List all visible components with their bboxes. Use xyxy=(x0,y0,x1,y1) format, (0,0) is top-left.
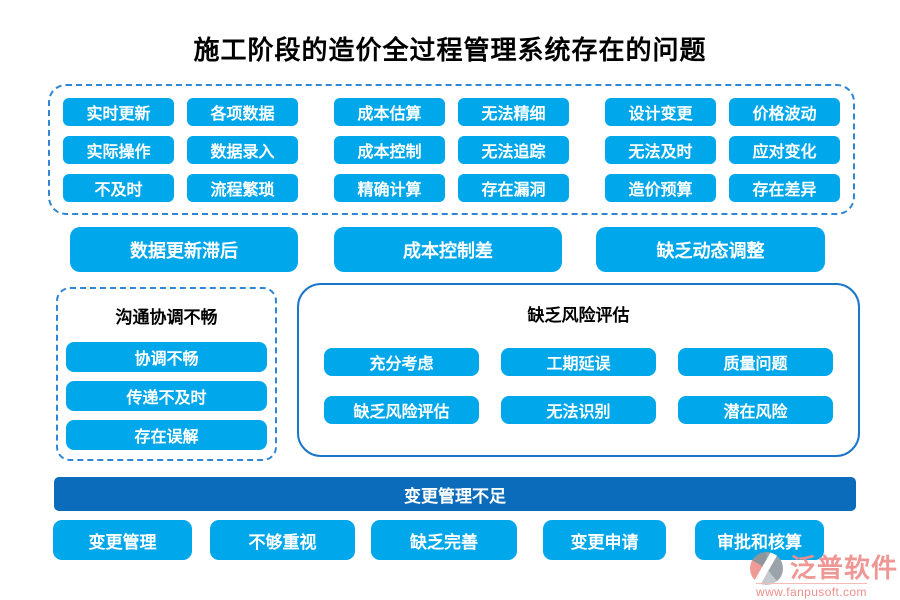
issues-row-1: 实时更新 各项数据 成本估算 无法精细 设计变更 价格波动 xyxy=(50,97,853,126)
issue-chip-r3-c2[interactable]: 流程繁琐 xyxy=(187,173,298,202)
risk-box: 缺乏风险评估 充分考虑 工期延误 质量问题 缺乏风险评估 无法识别 潜在风险 xyxy=(297,283,860,457)
page-title: 施工阶段的造价全过程管理系统存在的问题 xyxy=(193,35,707,65)
risk-chip-r1-c1[interactable]: 充分考虑 xyxy=(324,348,479,376)
brand-logo-icon xyxy=(750,552,783,585)
risk-chip-r2-c2[interactable]: 无法识别 xyxy=(501,396,656,424)
change-management-banner[interactable]: 变更管理不足 xyxy=(54,477,856,511)
brand-name: 泛普软件 xyxy=(790,553,899,583)
issue-chip-r1-c2[interactable]: 各项数据 xyxy=(187,97,298,126)
summary-chip-dynamic-adjust[interactable]: 缺乏动态调整 xyxy=(596,227,825,272)
communication-box: 沟通协调不畅 协调不畅 传递不及时 存在误解 xyxy=(56,287,277,461)
risk-chip-r1-c3[interactable]: 质量问题 xyxy=(678,348,833,376)
issue-chip-r3-c4[interactable]: 存在漏洞 xyxy=(458,173,569,202)
summary-chip-data-lag[interactable]: 数据更新滞后 xyxy=(70,227,298,272)
issue-chip-r1-c1[interactable]: 实时更新 xyxy=(63,97,174,126)
issues-row-2: 实际操作 数据录入 成本控制 无法追踪 无法及时 应对变化 xyxy=(50,135,853,164)
bottom-chip-lack-completeness[interactable]: 缺乏完善 xyxy=(371,520,517,560)
communication-chip-2[interactable]: 传递不及时 xyxy=(66,381,267,411)
issue-chip-r1-c4[interactable]: 无法精细 xyxy=(458,97,569,126)
issue-chip-r2-c2[interactable]: 数据录入 xyxy=(187,135,298,164)
bottom-chip-insufficient-attention[interactable]: 不够重视 xyxy=(210,520,355,560)
communication-chip-1[interactable]: 协调不畅 xyxy=(66,342,267,372)
risk-box-title: 缺乏风险评估 xyxy=(527,306,630,325)
issue-chip-r2-c4[interactable]: 无法追踪 xyxy=(458,135,569,164)
communication-box-title: 沟通协调不畅 xyxy=(115,308,218,327)
issue-chip-r3-c1[interactable]: 不及时 xyxy=(63,173,174,202)
issue-chip-r1-c5[interactable]: 设计变更 xyxy=(605,97,716,126)
risk-row-2: 缺乏风险评估 无法识别 潜在风险 xyxy=(299,396,858,424)
issues-row-3: 不及时 流程繁琐 精确计算 存在漏洞 造价预算 存在差异 xyxy=(50,173,853,202)
issue-chip-r3-c3[interactable]: 精确计算 xyxy=(334,173,445,202)
issue-chip-r2-c3[interactable]: 成本控制 xyxy=(334,135,445,164)
issue-chip-r1-c3[interactable]: 成本估算 xyxy=(334,97,445,126)
bottom-chip-change-management[interactable]: 变更管理 xyxy=(53,520,192,560)
communication-items: 协调不畅 传递不及时 存在误解 xyxy=(58,342,275,450)
communication-chip-3[interactable]: 存在误解 xyxy=(66,420,267,450)
risk-chip-r1-c2[interactable]: 工期延误 xyxy=(501,348,656,376)
risk-chip-r2-c1[interactable]: 缺乏风险评估 xyxy=(324,396,479,424)
risk-chip-r2-c3[interactable]: 潜在风险 xyxy=(678,396,833,424)
issue-chip-r2-c6[interactable]: 应对变化 xyxy=(729,135,840,164)
issues-cluster-box: 实时更新 各项数据 成本估算 无法精细 设计变更 价格波动 实际操作 数据录入 … xyxy=(48,84,855,215)
summary-chip-cost-control[interactable]: 成本控制差 xyxy=(334,227,562,272)
issue-chip-r1-c6[interactable]: 价格波动 xyxy=(729,97,840,126)
issue-chip-r3-c5[interactable]: 造价预算 xyxy=(605,173,716,202)
risk-row-1: 充分考虑 工期延误 质量问题 xyxy=(299,348,858,376)
issue-chip-r3-c6[interactable]: 存在差异 xyxy=(729,173,840,202)
bottom-chip-change-request[interactable]: 变更申请 xyxy=(543,520,666,560)
brand-watermark: 泛普软件 www.fanpusoft.com xyxy=(748,548,899,599)
issue-chip-r2-c1[interactable]: 实际操作 xyxy=(63,135,174,164)
issue-chip-r2-c5[interactable]: 无法及时 xyxy=(605,135,716,164)
brand-url: www.fanpusoft.com xyxy=(756,583,867,599)
